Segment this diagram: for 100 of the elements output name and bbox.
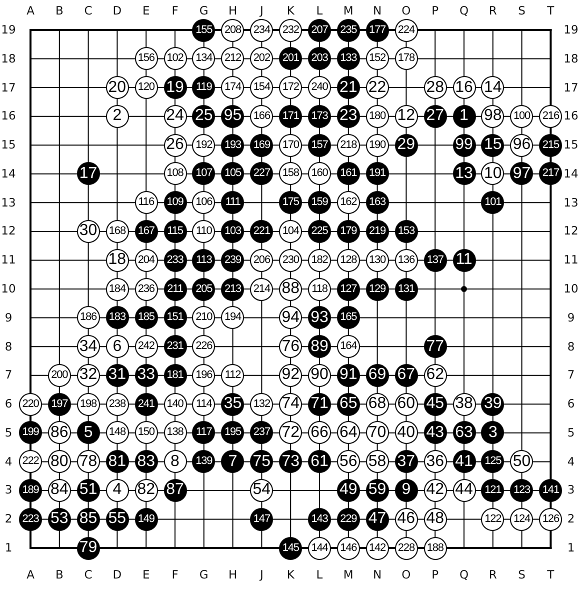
move-number: 234 [253,24,270,36]
column-label: R [488,5,497,17]
go-stone [481,191,504,214]
move-number: 219 [369,226,386,237]
move-number: 29 [397,137,416,154]
go-stone [279,248,302,272]
move-number: 138 [166,427,184,438]
move-number: 103 [224,226,242,237]
go-stone [76,335,100,358]
move-number: 58 [368,454,386,470]
move-number: 229 [340,514,357,525]
move-number: 147 [253,514,270,525]
move-number: 114 [196,398,212,410]
go-stone [192,76,216,100]
move-number: 31 [108,367,126,384]
go-stone [76,536,100,560]
move-number: 134 [196,53,212,64]
move-number: 4 [112,482,122,498]
move-number: 216 [542,110,559,122]
go-stone [394,278,418,301]
move-number: 144 [311,542,328,554]
column-label: S [518,569,526,581]
move-number: 84 [50,482,68,498]
row-label: 13 [564,196,578,208]
move-number: 39 [484,396,502,412]
go-stone [48,478,71,502]
move-number: 165 [340,312,357,324]
move-number: 98 [484,108,502,124]
move-number: 61 [310,454,328,470]
go-stone [394,220,418,243]
row-label: 9 [567,312,575,324]
move-number: 180 [369,110,386,122]
go-stone [192,278,216,301]
move-number: 202 [253,53,270,64]
move-number: 63 [455,424,473,441]
row-label: 17 [1,82,16,94]
go-stone [336,191,360,214]
move-number: 196 [196,370,212,381]
go-stone [279,134,302,157]
move-number: 38 [455,396,473,412]
go-stone [192,104,216,128]
move-number: 156 [138,53,154,64]
go-stone [164,335,186,358]
go-stone [424,450,447,474]
go-stone [164,104,186,128]
go-stone [279,18,302,42]
row-label: 19 [564,24,578,36]
go-stone [366,450,389,474]
move-number: 173 [311,110,328,122]
go-stone [481,162,504,186]
row-label: 14 [564,168,578,180]
go-stone [48,450,71,474]
move-number: 163 [369,197,386,208]
move-number: 186 [80,312,97,324]
move-number: 146 [340,542,357,554]
go-stone [336,134,360,157]
move-number: 93 [310,310,328,326]
move-number: 199 [22,427,39,438]
go-stone [510,478,534,502]
column-label: S [518,5,526,17]
move-number: 136 [398,254,414,266]
move-number: 182 [311,254,328,266]
move-number: 88 [282,281,300,298]
move-number: 115 [167,226,183,237]
row-label: 8 [4,340,12,352]
move-number: 99 [455,137,473,154]
move-number: 167 [138,226,154,237]
move-number: 155 [196,24,212,36]
go-stone [394,478,418,502]
move-number: 197 [51,398,68,410]
go-stone [76,478,100,502]
move-number: 142 [369,542,386,554]
move-number: 184 [108,284,126,295]
go-stone [308,392,331,416]
go-stone [308,508,331,531]
go-stone [164,364,186,387]
go-stone [221,162,244,186]
move-number: 200 [51,370,68,381]
row-label: 1 [567,542,575,554]
move-number: 8 [170,454,180,470]
move-number: 27 [426,108,444,124]
go-stone [48,392,71,416]
row-label: 15 [1,139,16,151]
go-stone [106,220,129,243]
move-number: 82 [137,482,155,498]
go-stone [76,220,100,243]
go-stone [192,248,216,272]
go-stone [510,162,534,186]
go-stone [424,478,447,502]
go-stone [308,421,331,444]
go-stone [279,220,302,243]
go-stone [250,220,274,243]
go-stone [192,191,216,214]
move-number: 1 [460,108,468,124]
go-stone [134,47,158,70]
go-stone [250,134,274,157]
move-number: 139 [196,456,212,468]
move-number: 177 [369,24,386,36]
go-stone [192,134,216,157]
column-label: N [373,5,382,17]
